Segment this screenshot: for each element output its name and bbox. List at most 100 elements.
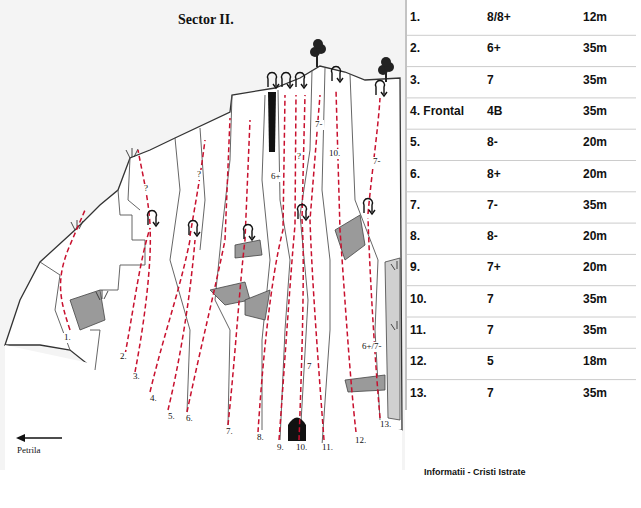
- route-grade: 6+/7-: [361, 342, 383, 352]
- callout-number: 9.: [276, 443, 285, 453]
- table-rule: [407, 317, 636, 318]
- callout-number: 4.: [149, 394, 158, 404]
- route-grade: 7: [306, 362, 313, 372]
- table-cell: 7: [487, 74, 494, 87]
- route-line: [310, 95, 324, 440]
- plant-tufts: [71, 148, 397, 330]
- cave: [288, 418, 306, 442]
- table-cell: 8+: [487, 168, 501, 181]
- rappel-anchor: [332, 66, 344, 82]
- route-line: [368, 98, 380, 214]
- callout-number: 3.: [132, 372, 141, 382]
- table-cell: 35m: [583, 105, 607, 118]
- table-cell: 8-: [487, 230, 498, 243]
- table-grid: [407, 35, 636, 379]
- table-cell: 35m: [583, 199, 607, 212]
- table-cell: 7.: [410, 199, 420, 212]
- table-cell: 7: [487, 387, 494, 400]
- table-cell: 20m: [583, 136, 607, 149]
- callout-number: 13.: [379, 420, 392, 430]
- table-cell: 5.: [410, 136, 420, 149]
- route-line: [258, 95, 285, 432]
- callout-number: 6.: [185, 414, 194, 424]
- callout-number: 1.: [63, 333, 72, 343]
- drawing-panel: [0, 0, 405, 470]
- table-cell: 35m: [583, 42, 607, 55]
- rappel-anchor: [244, 224, 256, 240]
- rappel-anchor: [298, 204, 310, 220]
- table-cell: 7-: [487, 199, 498, 212]
- table-cell: 3.: [410, 74, 420, 87]
- route-grade: ?: [143, 184, 149, 194]
- table-cell: 11.: [410, 324, 426, 337]
- table-cell: 35m: [583, 293, 607, 306]
- rappel-anchor: [282, 72, 294, 88]
- table-rule: [407, 66, 636, 67]
- table-rule: [407, 223, 636, 224]
- route-line: [228, 120, 250, 425]
- table-cell: 7: [487, 293, 494, 306]
- table-rule: [407, 254, 636, 255]
- route-grade: 6+: [270, 172, 282, 182]
- rappel-anchor: [296, 72, 308, 88]
- table-cell: 10.: [410, 293, 427, 306]
- route-grade: ?: [196, 170, 202, 180]
- trees: [310, 39, 394, 82]
- table-cell: 8-: [487, 136, 498, 149]
- table-rule: [407, 35, 636, 36]
- sector-title: Sector II.: [178, 12, 234, 27]
- route-line: [150, 240, 190, 392]
- route-line: [299, 95, 305, 440]
- table-cell: 7: [487, 324, 494, 337]
- rappel-anchor: [189, 220, 201, 236]
- table-rule: [406, 0, 407, 410]
- table-cell: 9.: [410, 261, 420, 274]
- callout-number: 2.: [119, 352, 128, 362]
- table-cell: 8/8+: [487, 11, 511, 24]
- overhangs: [70, 215, 400, 420]
- climbing-routes: [61, 90, 380, 440]
- table-cell: 12.: [410, 355, 427, 368]
- table-rule: [407, 160, 636, 161]
- table-cell: 20m: [583, 261, 607, 274]
- table-rule: [407, 97, 636, 98]
- route-grade: 7-: [314, 120, 324, 130]
- rappel-anchors: [148, 66, 388, 240]
- table-cell: 12m: [583, 11, 607, 24]
- chimney: [268, 92, 276, 152]
- route-line: [135, 228, 150, 372]
- callout-number: 11.: [321, 443, 334, 453]
- table-cell: 6+: [487, 42, 501, 55]
- route-grade: ?: [296, 152, 302, 162]
- rappel-anchor: [364, 198, 376, 214]
- route-line: [279, 95, 296, 440]
- callout-number: 10.: [295, 443, 308, 453]
- table-cell: 35m: [583, 74, 607, 87]
- route-line: [187, 118, 230, 412]
- route-line: [368, 218, 380, 418]
- table-rule: [407, 348, 636, 349]
- rappel-anchor: [148, 210, 160, 226]
- table-cell: 8.: [410, 230, 420, 243]
- table-rule: [407, 191, 636, 192]
- table-cell: 1.: [410, 11, 420, 24]
- table-cell: 35m: [583, 387, 607, 400]
- table-cell: 35m: [583, 324, 607, 337]
- route-line: [168, 240, 195, 410]
- table-cell: 4. Frontal: [410, 105, 464, 118]
- table-rule: [407, 379, 636, 380]
- callout-number: 7.: [225, 427, 234, 437]
- table-cell: 2.: [410, 42, 420, 55]
- table-rule: [407, 285, 636, 286]
- table-rule: [407, 129, 636, 130]
- route-line: [61, 210, 85, 330]
- route-line: [336, 90, 356, 432]
- direction-label: Petrila: [16, 446, 42, 456]
- route-line: [190, 140, 205, 236]
- credit-note: Informatii - Cristi Istrate: [424, 468, 526, 478]
- callout-number: 12.: [354, 436, 367, 446]
- table-cell: 7+: [487, 261, 501, 274]
- ground: [5, 345, 402, 470]
- route-grade: 7-: [372, 157, 382, 167]
